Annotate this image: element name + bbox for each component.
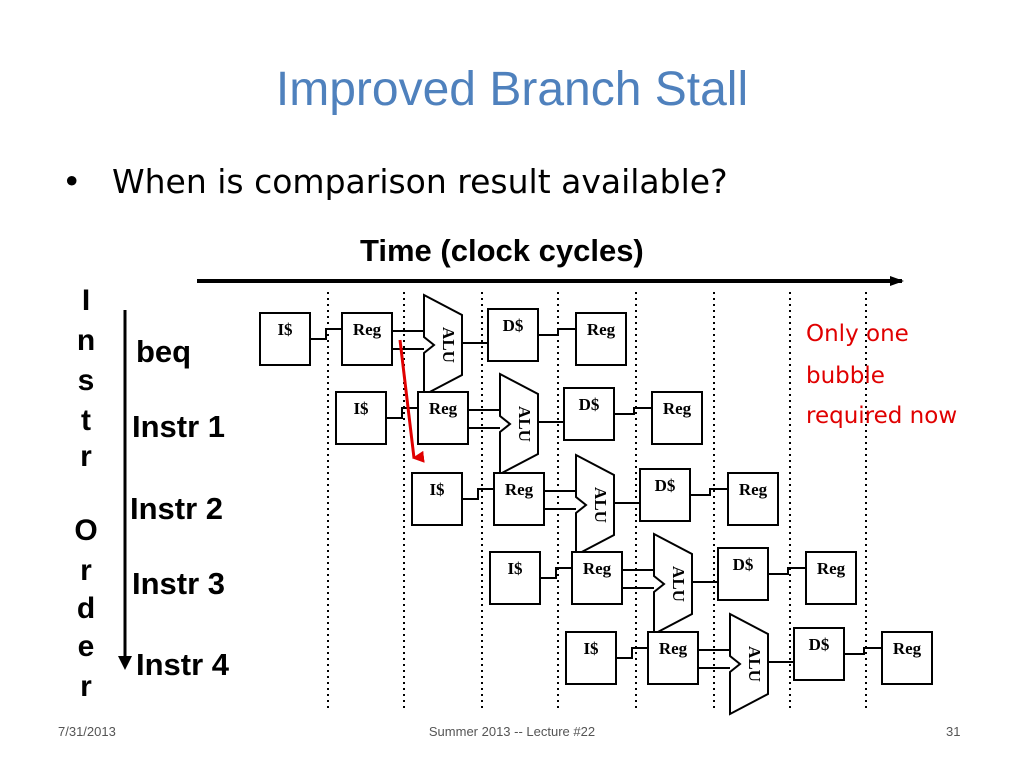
alu-label: ALU	[515, 406, 534, 442]
footer-lecture: Summer 2013 -- Lecture #22	[428, 724, 596, 739]
branch-forward-arrow	[398, 339, 425, 463]
pipeline-wire	[614, 407, 652, 415]
icache-stage-label: I$	[277, 320, 293, 339]
stall-note-line: required now	[806, 403, 958, 429]
alu-label: ALU	[591, 487, 610, 523]
pipeline-wire	[538, 328, 576, 336]
alu-unit	[653, 532, 693, 636]
icache-stage-label: I$	[507, 559, 523, 578]
pipeline-wire	[310, 328, 342, 340]
dcache-stage	[487, 308, 539, 362]
footer-page-number: 31	[946, 724, 961, 739]
dcache-stage-label: D$	[733, 555, 754, 574]
instruction-label: beq	[136, 334, 192, 369]
instruction-label: Instr 4	[136, 647, 230, 682]
stall-note-line: Only one	[806, 321, 909, 347]
order-letter: r	[80, 670, 92, 703]
register-write-stage	[805, 551, 857, 605]
icache-stage-label: I$	[429, 480, 445, 499]
register-read-stage	[571, 551, 623, 605]
alu-unit	[729, 612, 769, 716]
register-read-stage	[417, 391, 469, 445]
bullet-item: • When is comparison result available?	[62, 162, 728, 201]
order-letter: I	[81, 284, 91, 317]
alu-label: ALU	[439, 327, 458, 363]
order-letter: t	[81, 404, 91, 437]
dcache-stage-label: D$	[655, 476, 676, 495]
register-write-stage-label: Reg	[817, 559, 846, 578]
icache-stage	[565, 631, 617, 685]
register-read-stage-label: Reg	[505, 480, 534, 499]
instruction-label: Instr 2	[130, 491, 224, 526]
dcache-stage	[717, 547, 769, 601]
register-read-stage	[493, 472, 545, 526]
register-read-stage	[341, 312, 393, 366]
register-write-stage-label: Reg	[663, 399, 692, 418]
icache-stage-label: I$	[353, 399, 369, 418]
pipeline-wire	[386, 407, 418, 419]
alu-label: ALU	[669, 566, 688, 602]
register-write-stage	[651, 391, 703, 445]
pipeline-wire	[616, 647, 648, 659]
register-read-stage-label: Reg	[659, 639, 688, 658]
icache-stage	[259, 312, 311, 366]
register-read-stage	[647, 631, 699, 685]
register-write-stage-label: Reg	[739, 480, 768, 499]
stall-note-line: bubble	[806, 363, 885, 389]
time-axis-label: Time (clock cycles)	[360, 233, 644, 268]
alu-unit	[499, 372, 539, 476]
order-letter: O	[74, 514, 98, 547]
order-letter: n	[76, 324, 96, 357]
bullet-text: When is comparison result available?	[112, 162, 728, 201]
alu-label: ALU	[745, 646, 764, 682]
pipeline-wire	[462, 488, 494, 500]
alu-unit	[423, 293, 463, 397]
register-write-stage	[881, 631, 933, 685]
icache-stage	[335, 391, 387, 445]
register-read-stage-label: Reg	[429, 399, 458, 418]
dcache-stage-label: D$	[809, 635, 830, 654]
instruction-label: Instr 3	[132, 566, 226, 601]
order-letter: e	[77, 630, 95, 663]
pipeline-wire	[690, 488, 728, 496]
bullet-symbol: •	[62, 162, 82, 201]
icache-stage	[411, 472, 463, 526]
icache-stage-label: I$	[583, 639, 599, 658]
pipeline-wire	[540, 567, 572, 579]
order-letter: r	[80, 440, 92, 473]
register-write-stage	[575, 312, 627, 366]
instruction-label: Instr 1	[132, 409, 226, 444]
order-axis-arrowhead	[118, 656, 132, 670]
register-read-stage-label: Reg	[353, 320, 382, 339]
pipeline-wire	[768, 567, 806, 575]
order-letter: d	[76, 592, 96, 625]
register-write-stage-label: Reg	[893, 639, 922, 658]
alu-unit	[575, 453, 615, 557]
register-write-stage-label: Reg	[587, 320, 616, 339]
order-letter: r	[80, 554, 92, 587]
slide-title: Improved Branch Stall	[275, 63, 749, 116]
dcache-stage-label: D$	[503, 316, 524, 335]
register-read-stage-label: Reg	[583, 559, 612, 578]
dcache-stage-label: D$	[579, 395, 600, 414]
register-write-stage	[727, 472, 779, 526]
order-letter: s	[77, 364, 95, 397]
pipeline-wire	[844, 647, 882, 655]
footer-date: 7/31/2013	[58, 724, 116, 739]
